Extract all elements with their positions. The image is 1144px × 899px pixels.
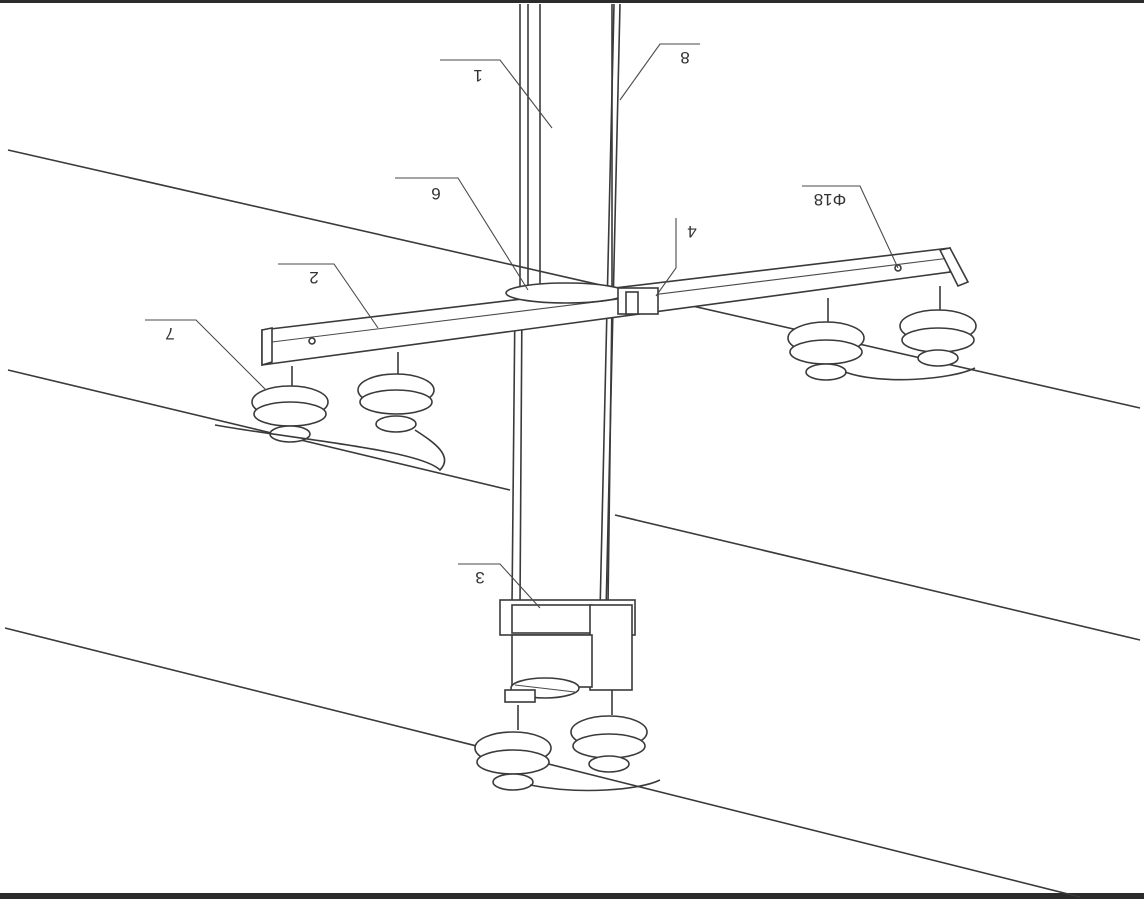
conductor-line-middle [7, 369, 511, 491]
conductor-line-top [7, 149, 1141, 409]
label-bolt-hole: Φ18 [814, 190, 846, 209]
hoop [505, 282, 659, 315]
lower-clamp [499, 599, 636, 703]
insulator [570, 690, 648, 773]
bolt-hole-left [308, 337, 316, 345]
scan-edge-bottom [0, 893, 1144, 899]
insulator-group-bottom [474, 690, 661, 792]
insulator-group-left [214, 352, 446, 472]
label-hoop: 6 [431, 184, 440, 203]
insulator [357, 352, 435, 433]
scan-edge-top [0, 0, 1144, 3]
pole [511, 4, 613, 606]
label-lower-clamp: 3 [475, 568, 484, 587]
label-insulator: 7 [165, 324, 174, 343]
insulator [899, 286, 977, 367]
label-pole: 1 [473, 66, 482, 85]
insulator [474, 705, 552, 791]
insulator [787, 298, 865, 381]
crossarm [261, 247, 970, 367]
label-ground-wire: 8 [680, 48, 689, 67]
label-upper-clamp: 4 [687, 222, 696, 241]
label-crossarm: 2 [309, 268, 318, 287]
conductor-line-middle-right [614, 514, 1141, 641]
leader-lines [145, 43, 899, 609]
insulator-group-right [787, 286, 977, 381]
